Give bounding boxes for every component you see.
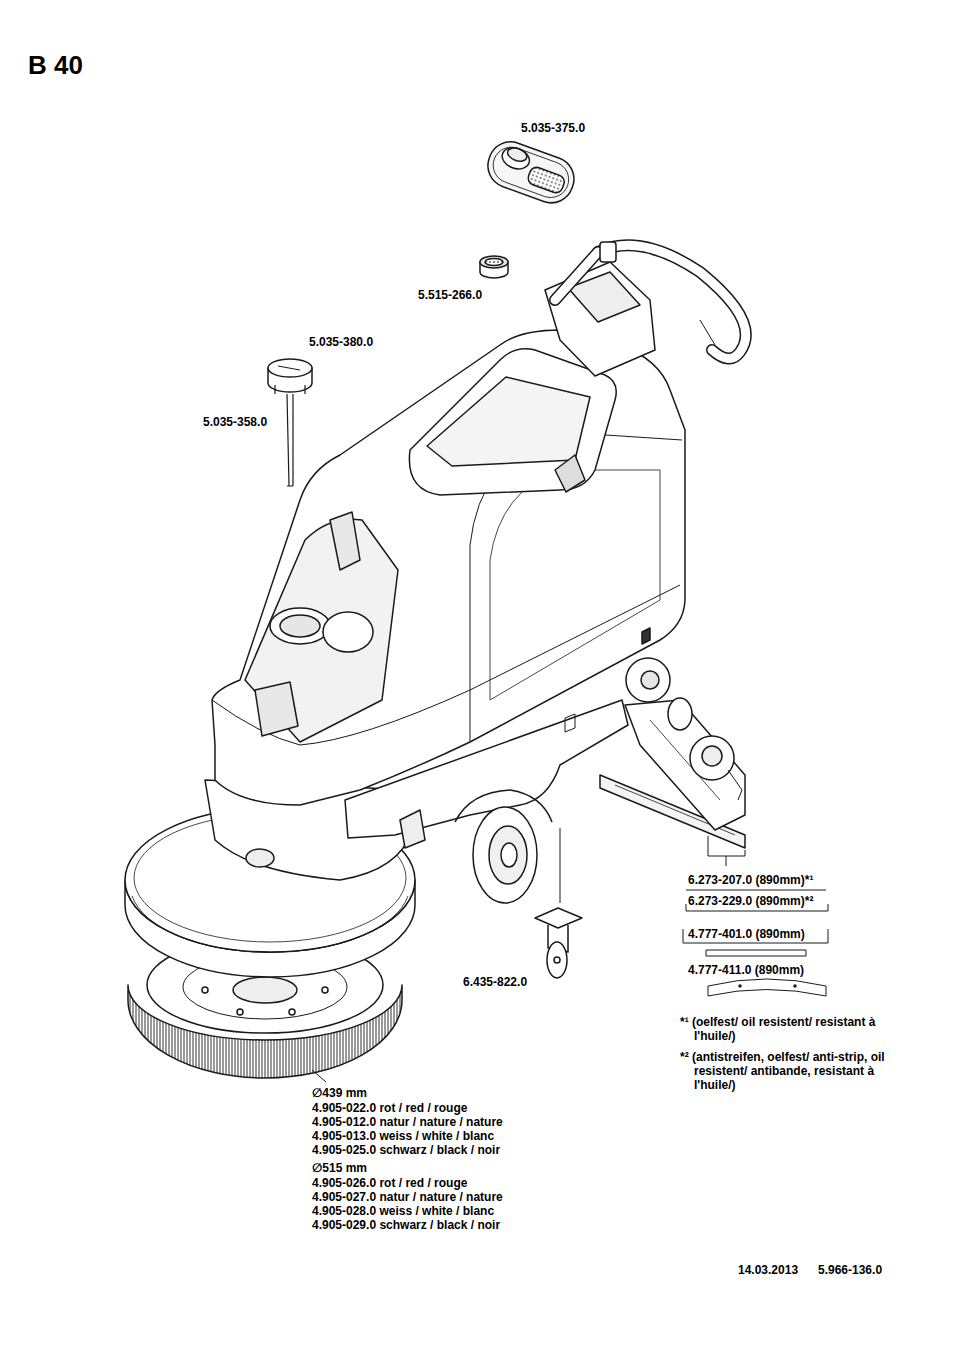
rubber-strips-part [739, 985, 741, 987]
drive-wheel-part [501, 843, 517, 867]
brush-part [289, 1009, 295, 1015]
handle-part [555, 252, 598, 300]
part-number: 5.035-380.0 [309, 335, 373, 349]
machine-body-part [330, 512, 360, 570]
rubber-strips-part [708, 979, 826, 996]
tank-cap-part [275, 385, 305, 394]
filter-basket-part [488, 142, 574, 203]
float-cap [480, 256, 508, 278]
part-number: 5.035-375.0 [521, 121, 585, 135]
handle-part [600, 242, 616, 262]
part-number: 4.777-401.0 (890mm) [688, 927, 805, 941]
machine-body-part [641, 671, 659, 689]
brush-part [202, 987, 208, 993]
drive-wheel-part [473, 807, 537, 903]
filter-basket-part [482, 136, 580, 209]
dimension: ∅439 mm [312, 1086, 367, 1100]
handle [545, 242, 746, 376]
machine-body-part [323, 612, 373, 652]
dipstick-part [287, 394, 293, 486]
part-number: 6.273-229.0 (890mm)*² [688, 894, 813, 908]
machine-body-part [626, 658, 670, 702]
part-number: 4.905-022.0 rot / red / rouge [312, 1101, 467, 1115]
document-number: 5.966-136.0 [818, 1263, 882, 1277]
part-number: 6.273-207.0 (890mm)*¹ [688, 873, 813, 887]
brush-part [237, 1009, 243, 1015]
leader-lines [312, 828, 828, 1082]
handle-part [555, 252, 598, 300]
machine-body-part [400, 810, 425, 848]
leader-lines-part [312, 1070, 326, 1082]
date-stamp: 14.03.2013 [738, 1263, 798, 1277]
squeegee-part [690, 736, 734, 780]
leader-lines-part [686, 890, 826, 891]
part-number: 4.777-411.0 (890mm) [688, 963, 804, 977]
footnote: *¹ (oelfest/ oil resistent/ resistant à … [680, 1015, 884, 1043]
page-title: B 40 [28, 50, 83, 80]
part-number: 4.905-025.0 schwarz / black / noir [312, 1143, 500, 1157]
part-number: 4.905-029.0 schwarz / black / noir [312, 1218, 500, 1232]
part-number: 5.515-266.0 [418, 288, 482, 302]
part-number: 4.905-013.0 weiss / white / blanc [312, 1129, 494, 1143]
machine-body-part [255, 682, 298, 736]
drive-wheel-part [489, 826, 527, 884]
leader-lines-part [708, 836, 745, 866]
squeegee-part [728, 770, 742, 800]
machine-body-part [280, 615, 320, 637]
filter-basket-part [506, 146, 529, 164]
squeegee-part [702, 746, 722, 766]
machine-body-part [555, 455, 585, 492]
part-number: 6.435-822.0 [463, 975, 527, 989]
caster-part [535, 908, 582, 928]
part-number: 4.905-026.0 rot / red / rouge [312, 1176, 467, 1190]
float-cap-part [480, 256, 508, 268]
dimension: ∅515 mm [312, 1161, 367, 1175]
caster-part [547, 942, 567, 978]
machine-body-part [409, 349, 616, 495]
handle-part [700, 320, 715, 345]
machine-body-part [642, 628, 650, 644]
machine-body-part [246, 849, 274, 867]
part-number: 4.905-028.0 weiss / white / blanc [312, 1204, 494, 1218]
machine-body-part [427, 377, 590, 466]
tank-cap-part [268, 359, 312, 377]
filter-basket-part [499, 144, 532, 172]
filter-basket [482, 136, 580, 209]
leader-lines-part [560, 828, 561, 903]
part-number: 5.035-358.0 [203, 415, 267, 429]
float-cap-part [485, 259, 503, 266]
machine-body-part [245, 519, 398, 742]
part-number: 4.905-012.0 natur / nature / nature [312, 1115, 503, 1129]
drive-wheel [473, 807, 537, 903]
tank-cap-part [278, 366, 300, 370]
squeegee-part [668, 698, 692, 730]
rubber-strips-part [794, 985, 796, 987]
machine-body-part [270, 608, 330, 644]
footnote: *² (antistreifen, oelfest/ anti-strip, o… [680, 1050, 909, 1092]
brush-head-housing-part [132, 896, 408, 953]
dipstick [287, 394, 293, 486]
handle-part [598, 245, 746, 358]
machine-body-part [212, 330, 685, 805]
rubber-strips-part [706, 950, 806, 956]
filter-basket-part [526, 165, 566, 194]
handle-part [545, 262, 655, 376]
machine-body [205, 330, 685, 880]
brush-part [233, 977, 297, 1003]
caster [535, 908, 582, 978]
tank-cap [268, 359, 312, 394]
part-number: 4.905-027.0 natur / nature / nature [312, 1190, 503, 1204]
machine-body-part [565, 714, 575, 732]
caster-part [554, 957, 560, 963]
handle-part [598, 245, 746, 358]
brush-part [322, 987, 328, 993]
